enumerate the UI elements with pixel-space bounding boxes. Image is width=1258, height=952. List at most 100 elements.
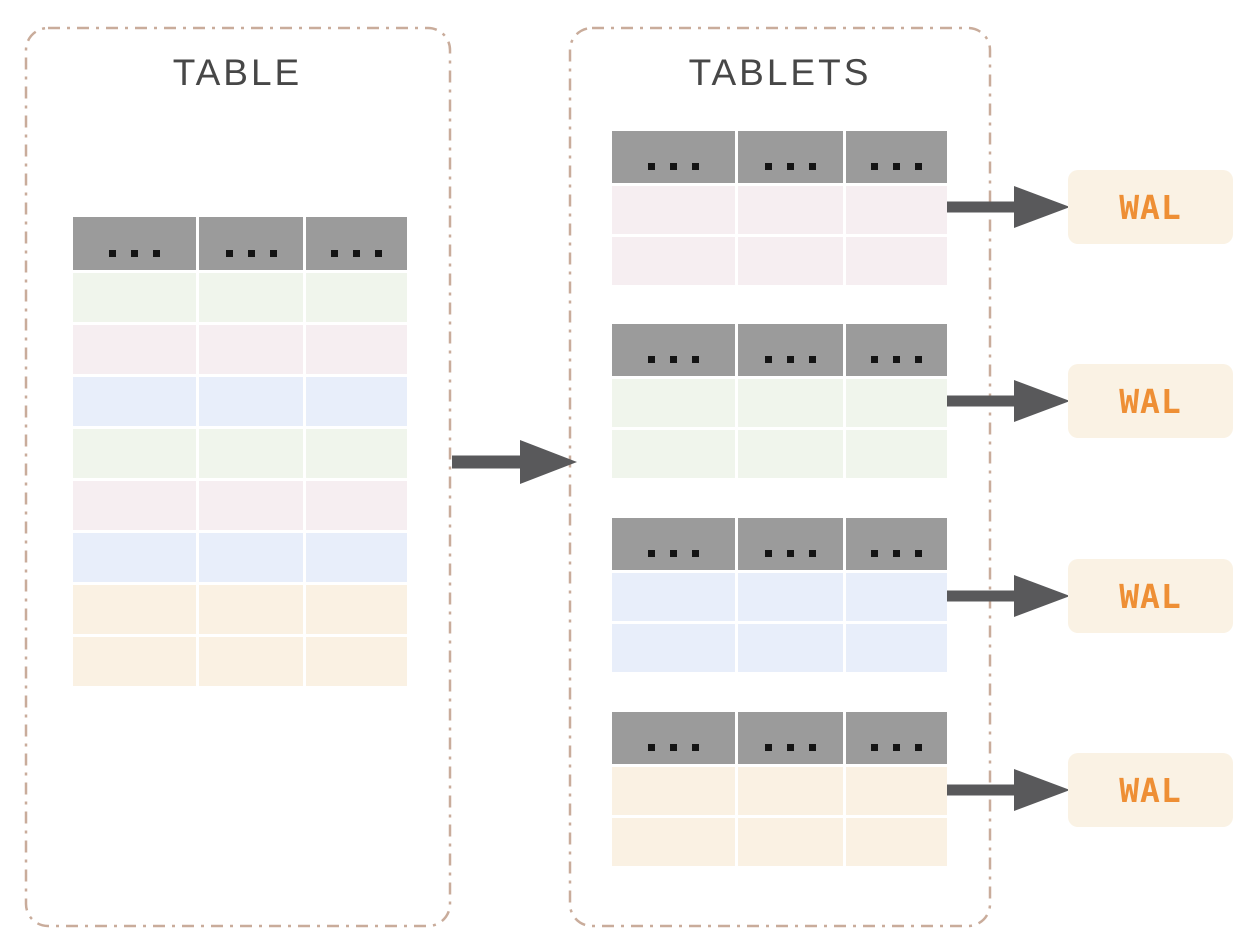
row-cell-green bbox=[73, 429, 196, 478]
wal-box-2: WAL bbox=[1068, 364, 1233, 438]
table-grid bbox=[73, 217, 407, 686]
row-cell-orange bbox=[198, 637, 304, 686]
ellipsis-dot bbox=[225, 250, 233, 257]
row-cell-orange bbox=[73, 585, 196, 634]
row-cell-blue bbox=[73, 377, 196, 426]
ellipsis-dot bbox=[670, 744, 678, 751]
row-cell-pink bbox=[612, 186, 736, 234]
header-cell bbox=[846, 131, 947, 183]
row-cell-orange bbox=[846, 767, 947, 815]
ellipsis-dot bbox=[648, 356, 656, 363]
ellipsis-dot bbox=[915, 163, 923, 170]
wal-arrow-2 bbox=[945, 380, 1070, 422]
ellipsis-dot bbox=[871, 744, 879, 751]
ellipsis-dot bbox=[893, 550, 901, 557]
row-cell-blue bbox=[612, 573, 736, 621]
header-cell bbox=[198, 217, 304, 270]
header-cell bbox=[612, 712, 736, 764]
ellipsis-dot bbox=[353, 250, 361, 257]
row-cell-blue bbox=[738, 573, 844, 621]
ellipsis-dot bbox=[765, 356, 773, 363]
wal-label-4: WAL bbox=[1119, 770, 1182, 810]
row-cell-pink bbox=[306, 325, 407, 374]
row-cell-pink bbox=[612, 237, 736, 285]
ellipsis-dot bbox=[787, 163, 795, 170]
header-cell bbox=[612, 518, 736, 570]
wal-box-1: WAL bbox=[1068, 170, 1233, 244]
row-cell-green bbox=[846, 430, 947, 478]
ellipsis-dots bbox=[331, 250, 383, 257]
ellipsis-dot bbox=[692, 744, 700, 751]
ellipsis-dot bbox=[915, 744, 923, 751]
ellipsis-dot bbox=[787, 356, 795, 363]
tablet-grid-1 bbox=[612, 131, 947, 285]
wal-box-3: WAL bbox=[1068, 559, 1233, 633]
ellipsis-dot bbox=[670, 163, 678, 170]
ellipsis-dot bbox=[787, 744, 795, 751]
ellipsis-dot bbox=[809, 550, 817, 557]
ellipsis-dot bbox=[915, 550, 923, 557]
ellipsis-dot bbox=[893, 744, 901, 751]
header-cell bbox=[846, 324, 947, 376]
ellipsis-dots bbox=[871, 744, 923, 751]
row-cell-pink bbox=[738, 186, 844, 234]
ellipsis-dot bbox=[809, 163, 817, 170]
ellipsis-dot bbox=[871, 550, 879, 557]
tablets-panel: TABLETS bbox=[570, 27, 990, 925]
ellipsis-dots bbox=[871, 550, 923, 557]
ellipsis-dot bbox=[893, 163, 901, 170]
header-cell bbox=[738, 712, 844, 764]
row-cell-pink bbox=[738, 237, 844, 285]
ellipsis-dot bbox=[809, 356, 817, 363]
ellipsis-dot bbox=[648, 744, 656, 751]
row-cell-orange bbox=[306, 585, 407, 634]
header-cell bbox=[738, 518, 844, 570]
ellipsis-dots bbox=[648, 744, 700, 751]
tablet-grid-4 bbox=[612, 712, 947, 866]
row-cell-pink bbox=[846, 237, 947, 285]
row-cell-green bbox=[612, 430, 736, 478]
row-cell-green bbox=[306, 429, 407, 478]
row-cell-blue bbox=[306, 377, 407, 426]
row-cell-pink bbox=[198, 325, 304, 374]
row-cell-blue bbox=[846, 573, 947, 621]
row-cell-green bbox=[198, 273, 304, 322]
ellipsis-dots bbox=[765, 356, 817, 363]
ellipsis-dot bbox=[692, 550, 700, 557]
tablet-grid-3 bbox=[612, 518, 947, 672]
header-cell bbox=[306, 217, 407, 270]
ellipsis-dots bbox=[648, 550, 700, 557]
row-cell-orange bbox=[612, 818, 736, 866]
ellipsis-dot bbox=[375, 250, 383, 257]
tablet-grid-2 bbox=[612, 324, 947, 478]
row-cell-pink bbox=[73, 325, 196, 374]
wal-arrow-3 bbox=[945, 575, 1070, 617]
row-cell-orange bbox=[738, 767, 844, 815]
tablets-panel-title: TABLETS bbox=[688, 52, 872, 93]
ellipsis-dot bbox=[648, 163, 656, 170]
ellipsis-dot bbox=[130, 250, 138, 257]
row-cell-blue bbox=[198, 533, 304, 582]
ellipsis-dot bbox=[692, 163, 700, 170]
ellipsis-dot bbox=[871, 356, 879, 363]
header-cell bbox=[738, 131, 844, 183]
ellipsis-dot bbox=[765, 550, 773, 557]
ellipsis-dots bbox=[765, 550, 817, 557]
row-cell-orange bbox=[198, 585, 304, 634]
wal-label-2: WAL bbox=[1119, 381, 1182, 421]
row-cell-orange bbox=[73, 637, 196, 686]
wal-label-1: WAL bbox=[1119, 187, 1182, 227]
ellipsis-dots bbox=[225, 250, 277, 257]
row-cell-blue bbox=[846, 624, 947, 672]
header-cell bbox=[612, 324, 736, 376]
row-cell-pink bbox=[73, 481, 196, 530]
ellipsis-dot bbox=[915, 356, 923, 363]
ellipsis-dot bbox=[809, 744, 817, 751]
ellipsis-dot bbox=[269, 250, 277, 257]
row-cell-green bbox=[73, 273, 196, 322]
ellipsis-dot bbox=[692, 356, 700, 363]
row-cell-pink bbox=[846, 186, 947, 234]
ellipsis-dots bbox=[871, 163, 923, 170]
ellipsis-dot bbox=[670, 550, 678, 557]
